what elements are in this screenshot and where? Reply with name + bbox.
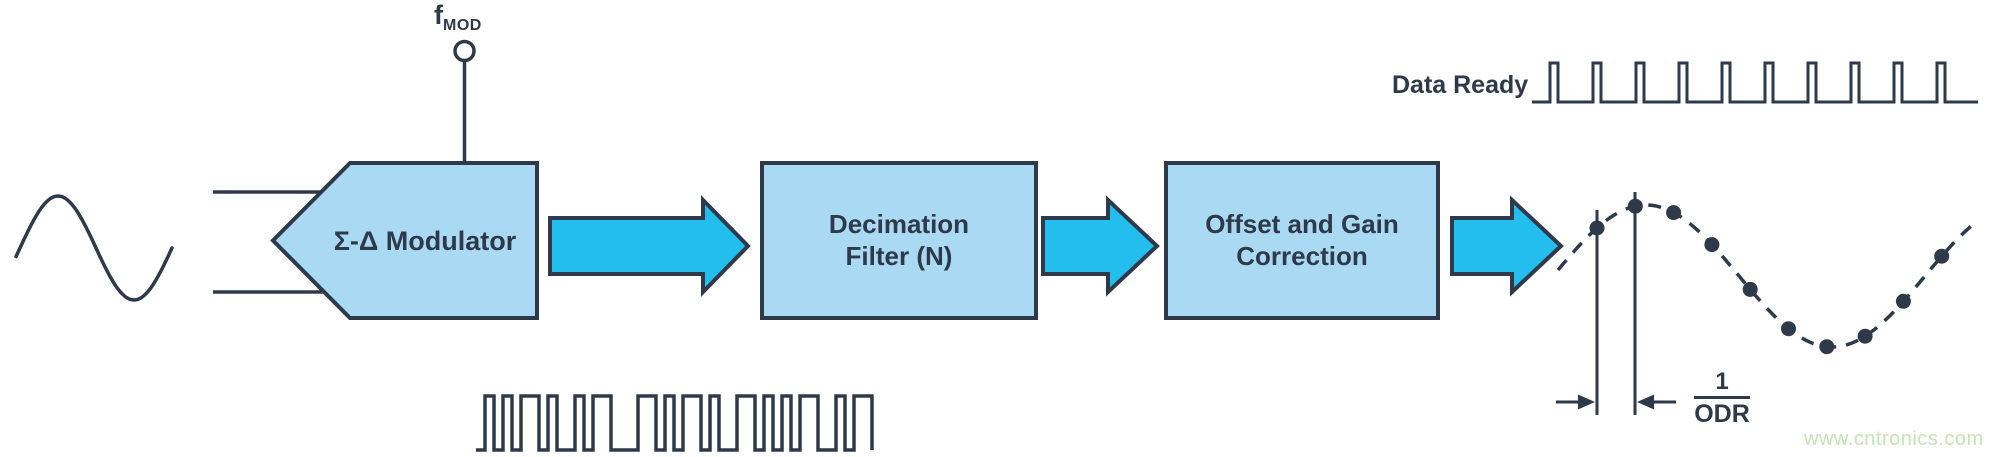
flow-arrow-1-icon [548, 195, 751, 297]
sample-dot [1704, 237, 1720, 253]
offset-block-label: Offset and Gain Correction [1177, 208, 1427, 272]
sample-dot [1857, 328, 1873, 344]
sample-dot [1934, 248, 1950, 264]
modulator-block-label: Σ-Δ Modulator [333, 226, 517, 256]
sample-dot [1781, 321, 1796, 337]
flow-arrow-3-icon [1450, 195, 1564, 297]
decimation-block-label: Decimation Filter (N) [774, 208, 1024, 272]
odr-fraction: 1 ODR [1694, 369, 1750, 428]
offset-label-line2: Correction [1236, 241, 1368, 271]
data-ready-label: Data Ready [1392, 71, 1529, 99]
offset-label-line1: Offset and Gain [1205, 209, 1399, 239]
fmod-label-base: f [434, 0, 443, 30]
sample-dot [1895, 293, 1911, 309]
decimation-label-line1: Decimation [828, 209, 970, 239]
fmod-label-subscript: MOD [443, 17, 482, 34]
flow-arrow-2-icon [1041, 195, 1160, 297]
sampled-sine-curve [1556, 203, 1974, 349]
odr-arrowhead-right-icon [1637, 394, 1654, 410]
data-ready-waveform [1532, 61, 1978, 104]
odr-denominator: ODR [1694, 396, 1750, 428]
offset-block-shape [1164, 161, 1440, 320]
watermark-text: www.cntronics.com [1804, 428, 1984, 450]
odr-numerator: 1 [1715, 368, 1729, 395]
odr-arrowhead-left-icon [1578, 394, 1595, 410]
sample-dot [1819, 339, 1835, 355]
sample-dots [1589, 198, 1950, 355]
modulator-block-shape [270, 161, 539, 320]
analog-input-sine [14, 194, 174, 302]
bitstream-waveform [476, 394, 874, 452]
sample-dot [1666, 205, 1682, 221]
sample-dot [1742, 281, 1758, 297]
fmod-label: fMOD [434, 0, 482, 34]
fmod-clock-node-icon [453, 39, 476, 63]
decimation-label-line2: Filter (N) [845, 241, 953, 271]
decimation-block-shape [760, 161, 1038, 320]
